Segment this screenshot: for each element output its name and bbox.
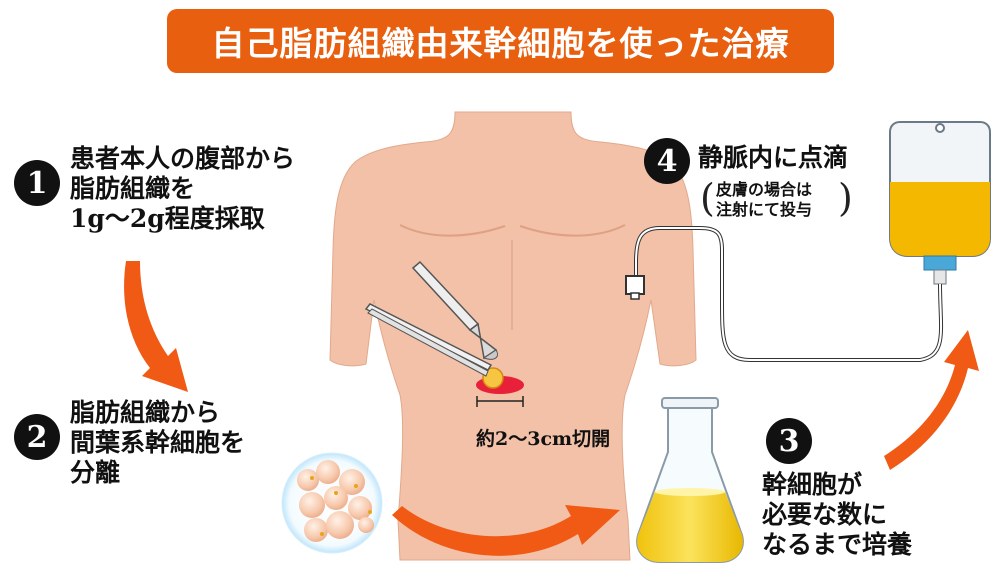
incision-size-label: 約2～3cm切開 — [476, 428, 611, 450]
step-3-text: 幹細胞が 必要な数に なるまで培養 — [762, 470, 912, 560]
step-4-note-line: 皮膚の場合は — [716, 180, 813, 199]
surgical-scalpel-icon — [411, 260, 498, 360]
step-2-line: 分離 — [70, 458, 121, 487]
step-1-number: 1 — [14, 160, 60, 206]
step-3-number: 3 — [766, 418, 812, 464]
step-2-text: 脂肪組織から 間葉系幹細胞を 分離 — [70, 398, 245, 488]
step-4-number: 4 — [644, 138, 690, 184]
curved-arrow-icon — [392, 505, 620, 556]
step-3-line: 幹細胞が — [762, 470, 863, 499]
step-1-line: 1g～2g程度採取 — [70, 204, 265, 233]
step-3-line: なるまで培養 — [762, 530, 913, 559]
step-3-line: 必要な数に — [762, 500, 888, 529]
step-1-line: 患者本人の腹部から — [70, 144, 296, 173]
culture-flask-icon — [636, 397, 744, 563]
step-2-line: 間葉系幹細胞を — [70, 428, 246, 457]
title-banner: 自己脂肪組織由来幹細胞を使った治療 — [167, 9, 834, 73]
curved-arrow-icon — [884, 330, 979, 470]
fat-sample-icon — [482, 367, 504, 389]
step-2-line: 脂肪組織から — [70, 398, 221, 427]
step-4-note-line: 注射にて投与 — [716, 200, 813, 219]
step-2-number: 2 — [14, 414, 60, 460]
step-4-line: 静脈内に点滴 — [698, 143, 849, 172]
curved-arrow-icon — [124, 261, 188, 392]
surgical-tweezers-icon — [364, 303, 493, 377]
step-1-line: 脂肪組織を — [70, 174, 196, 203]
fat-cells-icon — [281, 452, 383, 554]
torso-illustration — [329, 111, 697, 561]
step-1-text: 患者本人の腹部から 脂肪組織を 1g～2g程度採取 — [70, 144, 295, 234]
note-close-paren: ) — [838, 176, 853, 220]
iv-drip-bag-icon — [625, 121, 991, 362]
step-4-note: 皮膚の場合は 注射にて投与 — [716, 180, 812, 220]
note-open-paren: ( — [700, 176, 715, 220]
step-4-text: 静脈内に点滴 — [698, 143, 848, 173]
page-title: 自己脂肪組織由来幹細胞を使った治療 — [211, 24, 790, 63]
